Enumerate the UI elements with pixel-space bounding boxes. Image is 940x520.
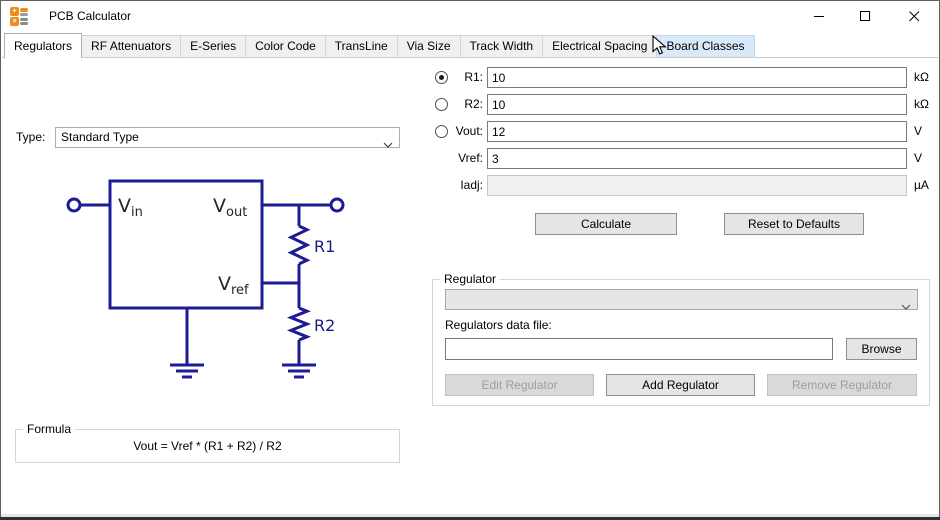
tab-via-size[interactable]: Via Size [396,35,461,57]
vref-pin-label: Vref [218,273,249,298]
vout-unit: V [914,124,923,138]
vout-label: Vout: [455,124,483,138]
regulators-data-file-label: Regulators data file: [445,318,552,332]
titlebar: + × PCB Calculator [1,1,939,32]
iadj-label: Iadj: [460,178,483,192]
r2-label: R2: [464,97,483,111]
remove-regulator-button: Remove Regulator [767,374,917,396]
vref-label: Vref: [458,151,483,165]
tab-e-series[interactable]: E-Series [180,35,247,57]
iadj-unit: µA [914,178,929,192]
tab-regulators[interactable]: Regulators [4,33,83,58]
r2-unit: kΩ [914,97,929,111]
vin-pin-label: Vin [118,195,143,220]
vref-unit: V [914,151,923,165]
r2-row: R2: kΩ [2,94,940,115]
regulators-page: Type: Standard Type [2,58,938,514]
chevron-down-icon [901,297,911,316]
minimize-icon [813,16,824,17]
formula-text: Vout = Vref * (R1 + R2) / R2 [133,439,282,453]
calculate-button[interactable]: Calculate [535,213,677,235]
vout-input[interactable] [487,121,907,142]
vref-row: Vref: V [2,148,940,169]
edit-regulator-button: Edit Regulator [445,374,594,396]
formula-group: Formula Vout = Vref * (R1 + R2) / R2 [15,422,400,463]
type-combobox[interactable]: Standard Type [55,127,400,148]
minimize-button[interactable] [796,1,842,32]
vout-radio[interactable] [435,125,448,138]
r1-label: R1 [314,237,335,256]
taskbar-edge [0,517,940,520]
r1-label: R1: [464,70,483,84]
r2-input[interactable] [487,94,907,115]
r2-radio[interactable] [435,98,448,111]
vref-input[interactable] [487,148,907,169]
type-label: Type: [16,130,46,144]
close-icon [908,11,919,22]
r1-input[interactable] [487,67,907,88]
regulator-group: Regulator Regulators data file: Browse E… [432,272,930,406]
r1-row: R1: kΩ [2,67,940,88]
tab-bar: Regulators RF Attenuators E-Series Color… [2,33,938,58]
formula-group-title: Formula [23,422,76,436]
iadj-row: Iadj: µA [2,175,940,196]
iadj-input [487,175,907,196]
close-button[interactable] [888,1,940,32]
tab-color-code[interactable]: Color Code [245,35,326,57]
reset-to-defaults-button[interactable]: Reset to Defaults [724,213,864,235]
r2-label: R2 [314,316,335,335]
vout-pin-label: Vout [213,195,247,220]
tab-rf-attenuators[interactable]: RF Attenuators [81,35,182,57]
add-regulator-button[interactable]: Add Regulator [606,374,755,396]
window-title: PCB Calculator [49,9,132,23]
tab-track-width[interactable]: Track Width [459,35,544,57]
chevron-down-icon [383,135,393,154]
r1-unit: kΩ [914,70,929,84]
vout-row: Vout: V [2,121,940,142]
maximize-icon [859,11,870,21]
tab-transline[interactable]: TransLine [324,35,398,57]
regulators-data-file-input[interactable] [445,338,833,360]
calculator-icon: + × [10,7,29,26]
r1-radio[interactable] [435,71,448,84]
arrow-cursor-icon [652,35,667,55]
tab-board-classes[interactable]: Board Classes [656,35,755,57]
browse-button[interactable]: Browse [846,338,917,360]
regulator-combobox[interactable] [445,289,918,310]
regulator-group-title: Regulator [440,272,501,286]
regulator-schematic-image: Vin Vout Vref R1 R2 [66,179,345,379]
tab-electrical-spacing[interactable]: Electrical Spacing [542,35,658,57]
maximize-button[interactable] [842,1,888,32]
type-combobox-value: Standard Type [61,130,139,144]
